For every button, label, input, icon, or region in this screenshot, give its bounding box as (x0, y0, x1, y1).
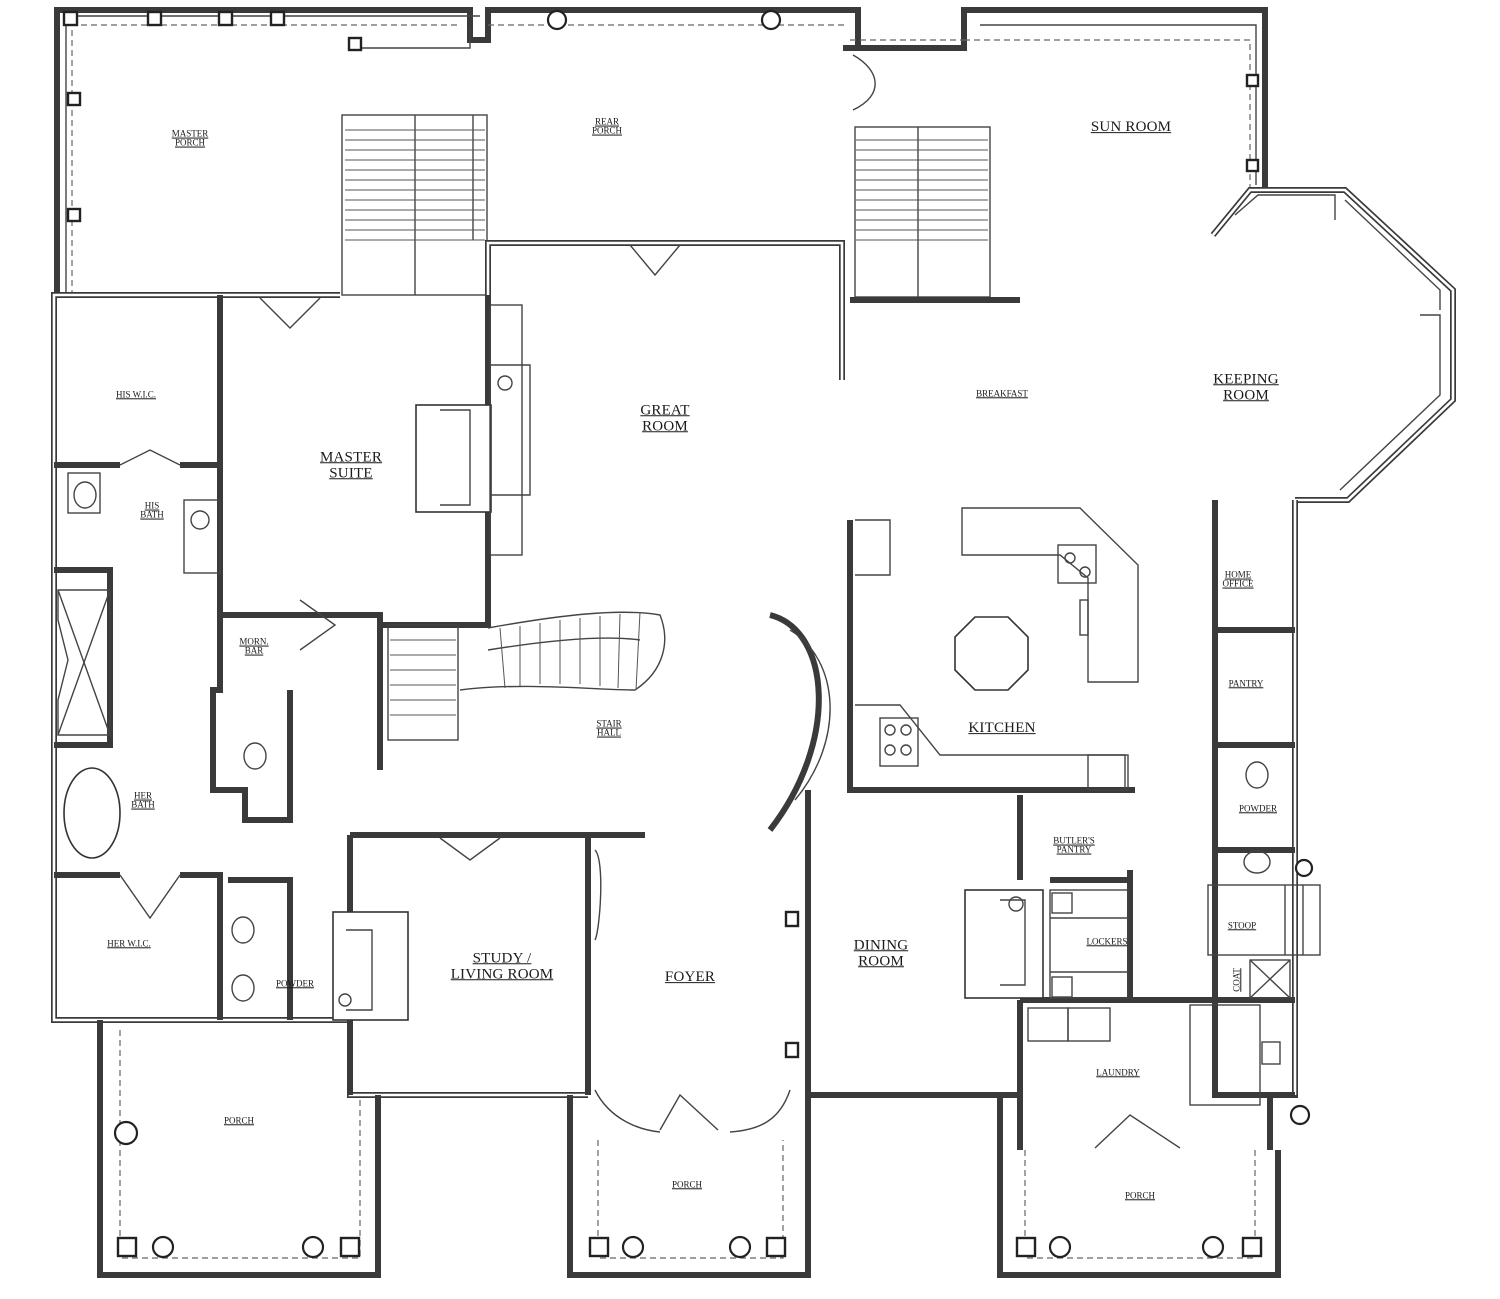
label-pantry: PANTRY (1228, 678, 1264, 689)
rear-stair-left (341, 114, 488, 296)
laundry-fixtures (1027, 884, 1321, 1106)
label-his-bath: HIS BATH (140, 500, 164, 520)
fireplace-dining (964, 889, 1044, 999)
label-laundry: LAUNDRY (1096, 1067, 1140, 1078)
label-lockers: LOCKERS (1086, 936, 1128, 947)
label-kitchen: KITCHEN (968, 720, 1036, 737)
label-rear-porch: REAR PORCH (591, 116, 623, 136)
label-his-wic: HIS W.I.C. (115, 389, 157, 400)
label-foyer: FOYER (664, 969, 716, 986)
label-master-porch: MASTER PORCH (171, 128, 209, 148)
label-stoop: STOOP (1227, 920, 1257, 931)
label-stair-hall: STAIR HALL (596, 718, 622, 738)
label-breakfast: BREAKFAST (976, 388, 1028, 399)
kitchen-island (855, 507, 1139, 791)
label-coat: COAT (1231, 968, 1242, 992)
front-porch-center (567, 1095, 811, 1278)
label-dining-room: DINING ROOM (853, 937, 909, 969)
label-sun-room: SUN ROOM (1090, 119, 1172, 136)
foyer-curves (594, 612, 831, 1133)
rear-stair-right (854, 126, 991, 298)
front-porch-right (997, 858, 1314, 1278)
fireplace-study (332, 911, 409, 1021)
label-great-room: GREAT ROOM (640, 402, 690, 434)
label-study: STUDY / LIVING ROOM (450, 950, 554, 982)
label-morn-bar: MORN. BAR (239, 636, 269, 656)
interior-walls (54, 295, 1295, 1098)
label-butlers-pantry: BUTLER'S PANTRY (1053, 835, 1095, 855)
main-stair (387, 611, 666, 741)
label-master-suite: MASTER SUITE (319, 449, 383, 481)
label-powder-right: POWDER (1239, 803, 1277, 814)
rear-porch-railing (54, 7, 1268, 296)
label-porch-right: PORCH (1124, 1190, 1156, 1201)
exterior-walls (51, 187, 1456, 1150)
label-keeping-room: KEEPING ROOM (1213, 371, 1279, 403)
door-swings (119, 54, 1181, 1149)
label-her-wic: HER W.I.C. (107, 938, 151, 949)
label-powder-left: POWDER (276, 978, 314, 989)
bath-fixtures (57, 472, 1271, 1002)
label-home-office: HOME OFFICE (1222, 569, 1254, 589)
porch-posts (62, 9, 1260, 223)
front-porch-left (97, 1020, 381, 1278)
label-porch-center: PORCH (671, 1179, 703, 1190)
fireplace-great-room (415, 304, 531, 556)
label-porch-left: PORCH (223, 1115, 255, 1126)
label-her-bath: HER BATH (131, 790, 155, 810)
